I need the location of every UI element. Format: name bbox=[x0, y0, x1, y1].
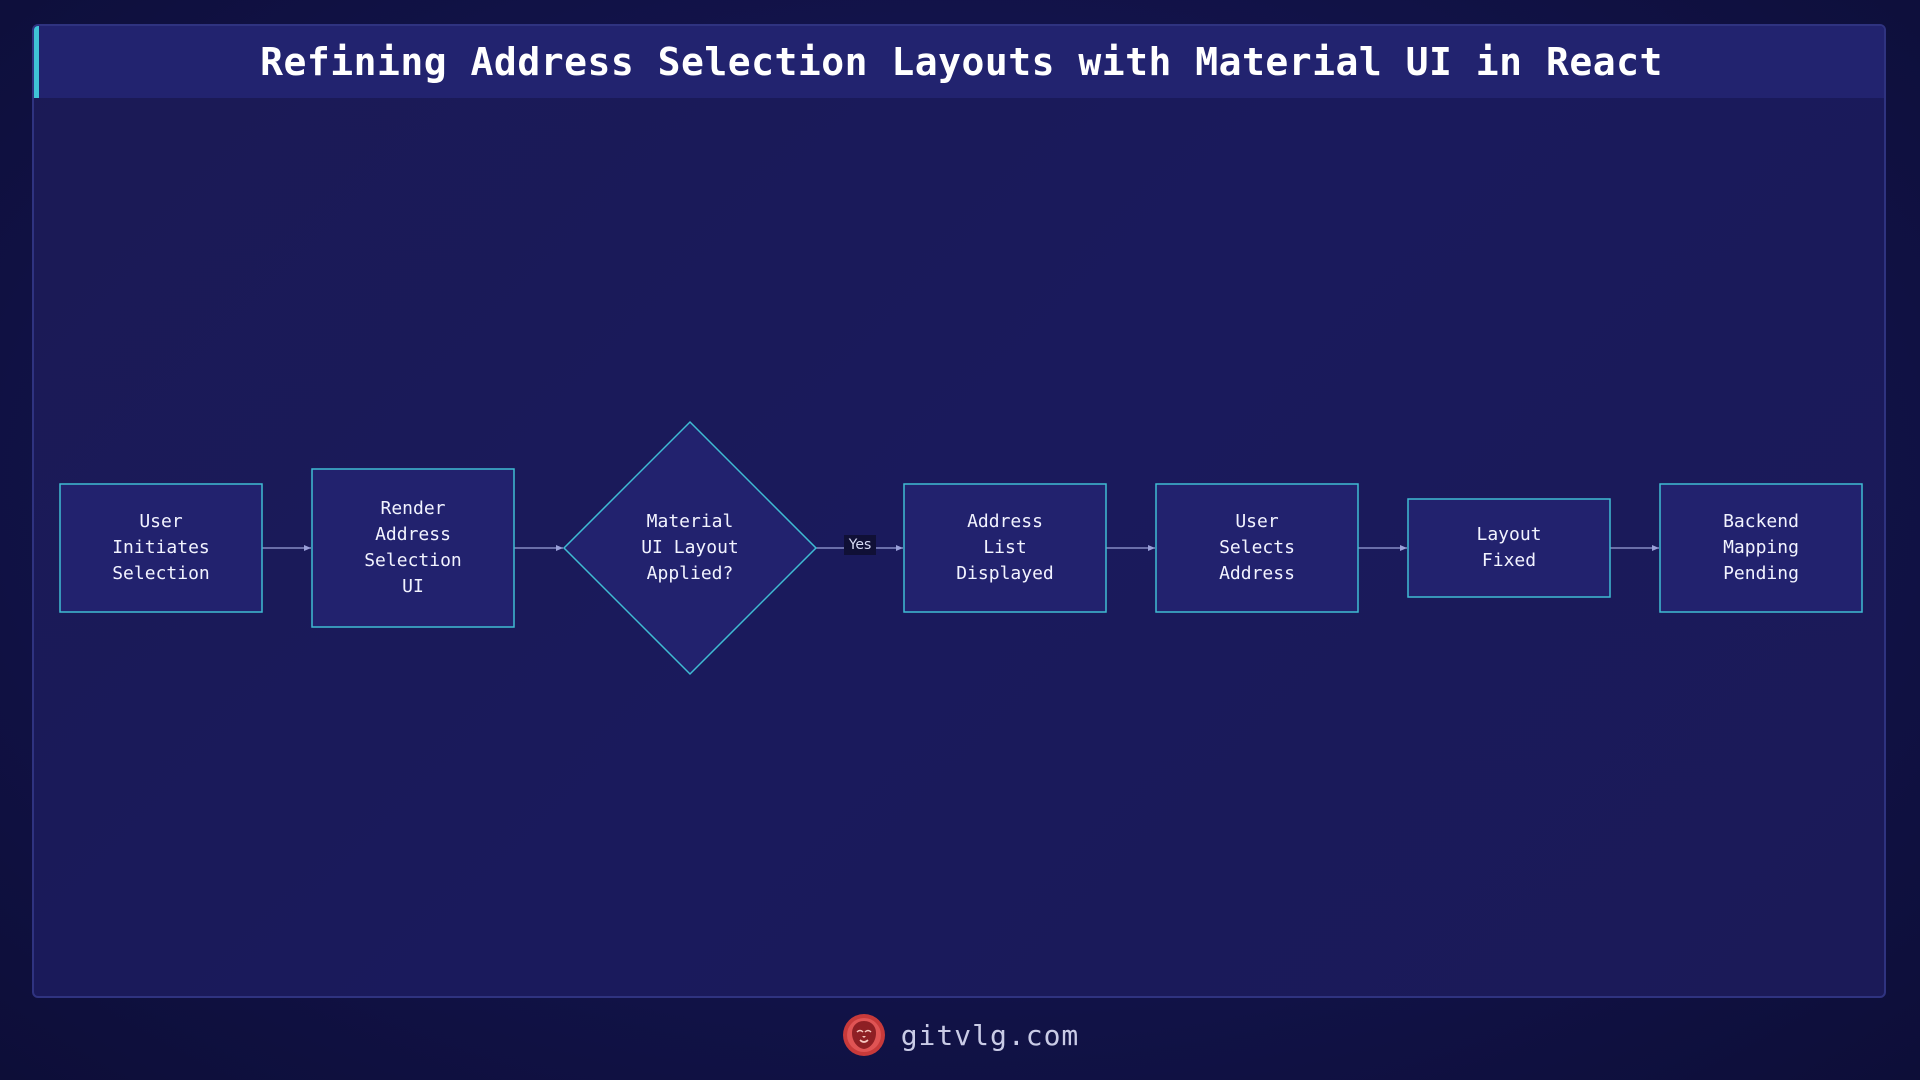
process-box bbox=[1659, 483, 1863, 613]
flowchart: Yes UserInitiatesSelectionRenderAddressS… bbox=[59, 420, 1863, 676]
node-label-line: Selects bbox=[1219, 537, 1295, 558]
node-label-line: Render bbox=[380, 498, 445, 519]
node-label-line: Displayed bbox=[956, 563, 1054, 584]
node-label-line: Selection bbox=[364, 550, 462, 571]
process-box bbox=[903, 483, 1107, 613]
site-name: gitvlg.com bbox=[900, 1018, 1080, 1052]
node-label-line: Address bbox=[1219, 563, 1295, 584]
node-label-line: UI bbox=[402, 576, 424, 597]
edge-label: Yes bbox=[848, 537, 872, 553]
page-title: Refining Address Selection Layouts with … bbox=[260, 40, 1663, 84]
node-label-line: Layout bbox=[1476, 524, 1541, 545]
node-label-line: User bbox=[139, 511, 183, 532]
decision-diamond bbox=[562, 420, 818, 676]
node-label-line: List bbox=[983, 537, 1026, 558]
lion-head-icon bbox=[842, 1014, 885, 1056]
node-label-line: UI Layout bbox=[641, 537, 739, 558]
process-box bbox=[311, 468, 515, 628]
node-label-line: Material bbox=[647, 511, 734, 532]
node-label-line: Applied? bbox=[647, 563, 734, 584]
node-label-line: Address bbox=[375, 524, 451, 545]
footer: gitvlg.com bbox=[0, 1010, 1920, 1060]
node-label-line: Mapping bbox=[1723, 537, 1799, 558]
title-bar: Refining Address Selection Layouts with … bbox=[34, 26, 1884, 98]
node-label-line: Address bbox=[967, 511, 1043, 532]
process-box bbox=[1407, 498, 1611, 598]
process-box bbox=[1155, 483, 1359, 613]
process-box bbox=[59, 483, 263, 613]
diagram-card: Refining Address Selection Layouts with … bbox=[32, 24, 1886, 998]
node-label-line: Backend bbox=[1723, 511, 1799, 532]
node-label-line: Initiates bbox=[112, 537, 210, 558]
edge-label-background bbox=[844, 535, 876, 555]
node-label-line: Selection bbox=[112, 563, 210, 584]
node-label-line: Fixed bbox=[1482, 550, 1536, 571]
node-label-line: Pending bbox=[1723, 563, 1799, 584]
node-label-line: User bbox=[1235, 511, 1279, 532]
